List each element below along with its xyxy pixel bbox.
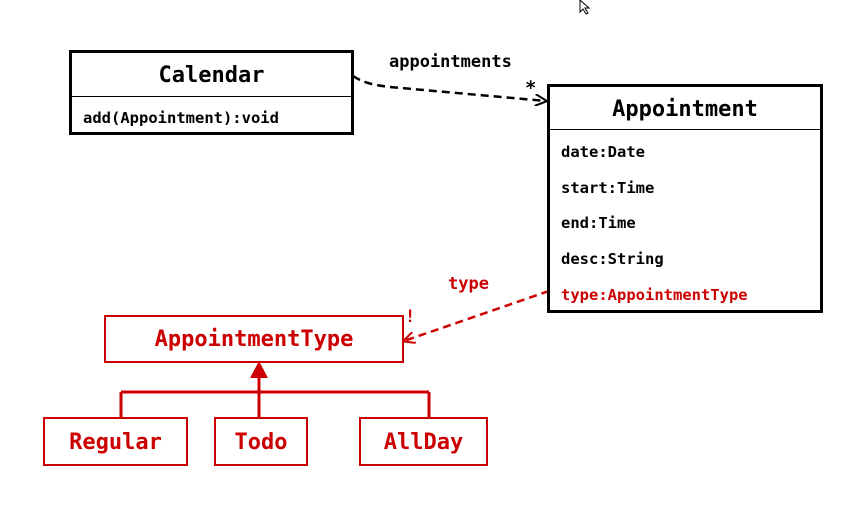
appointment-attribute: end:Time [561, 214, 636, 232]
appointment-attribute: desc:String [561, 250, 664, 268]
appointment-class-name: Appointment [612, 97, 758, 122]
regular-class[interactable]: Regular [43, 417, 188, 466]
calendar-class-divider [72, 96, 351, 97]
appointment-class-divider [550, 129, 820, 130]
type-multiplicity-label: ! [405, 307, 416, 327]
allday-class[interactable]: AllDay [359, 417, 488, 466]
todo-class-name: Todo [234, 430, 288, 455]
appointment-attribute: start:Time [561, 179, 655, 197]
appointment-type-attribute: type:AppointmentType [561, 286, 748, 304]
generalization-connector [119, 376, 431, 418]
calendar-operation: add(Appointment):void [83, 109, 279, 127]
generalization-arrowhead [250, 361, 268, 378]
calendar-class-name: Calendar [158, 63, 265, 88]
appointments-role-label: appointments [389, 52, 512, 72]
appointment-attribute: date:Date [561, 143, 645, 161]
appointments-association-line [352, 74, 546, 101]
regular-class-name: Regular [69, 430, 162, 455]
appointment-type-class-name: AppointmentType [154, 327, 354, 352]
todo-class[interactable]: Todo [214, 417, 308, 466]
appointment-class[interactable]: Appointment date:Date start:Time end:Tim… [547, 84, 823, 313]
type-association-line [404, 289, 550, 341]
allday-class-name: AllDay [383, 430, 464, 455]
appointment-type-class[interactable]: AppointmentType [104, 315, 404, 363]
mouse-pointer-icon [579, 0, 591, 15]
type-role-label: type [448, 274, 489, 294]
appointments-multiplicity-label: * [525, 77, 537, 99]
calendar-class[interactable]: Calendar add(Appointment):void [69, 50, 354, 135]
